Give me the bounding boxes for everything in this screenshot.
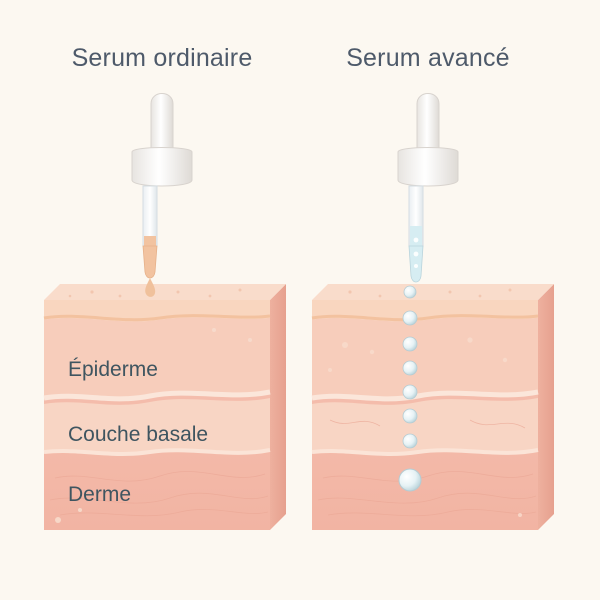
pipette-dropper-icon [397, 93, 459, 283]
epidermis-layer [312, 317, 538, 399]
dermis-boundary-line [43, 448, 271, 456]
skin-block-advanced [311, 284, 554, 530]
basal-boundary-line [43, 389, 271, 402]
serum-droplet-icon [145, 278, 156, 297]
skin-block-side [538, 284, 554, 530]
basal-boundary-line [311, 389, 539, 402]
pipette-dropper-icon [131, 93, 193, 279]
absorption-bubble-icon [398, 285, 422, 492]
basal-layer [312, 398, 538, 454]
title-advanced-serum: Serum avancé [346, 44, 510, 72]
label-dermis: Derme [68, 483, 132, 506]
skin-block-top [312, 284, 554, 300]
label-epidermis: Épiderme [68, 358, 158, 381]
skin-block-side [270, 284, 286, 530]
label-basal-layer: Couche basale [68, 423, 209, 446]
dermis-boundary-line [311, 448, 539, 456]
skin-block-top [44, 284, 286, 300]
basal-layer [44, 398, 270, 454]
title-ordinary-serum: Serum ordinaire [71, 44, 253, 72]
epidermis-layer [44, 317, 270, 399]
skin-block-ordinary [43, 284, 286, 530]
